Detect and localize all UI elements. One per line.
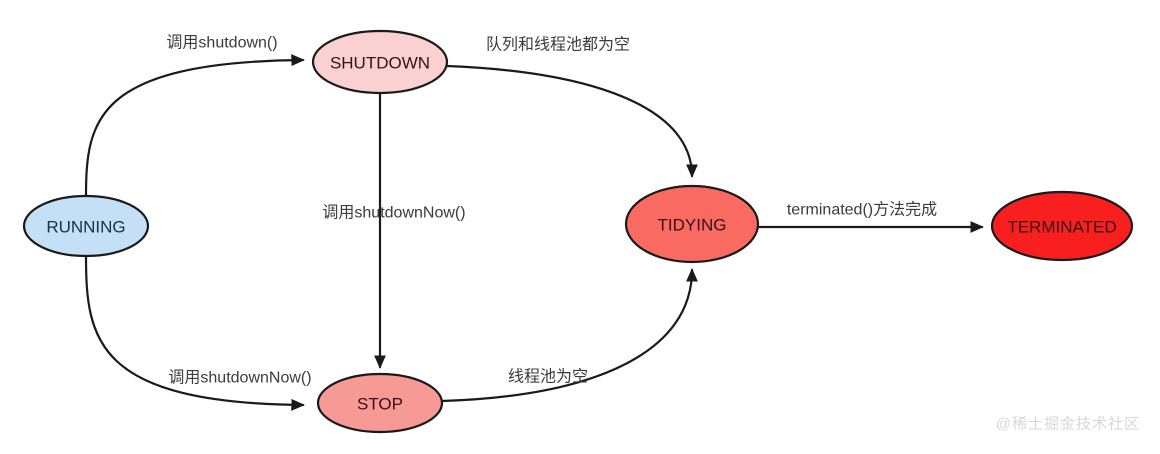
state-node-shutdown[interactable]: SHUTDOWN (311, 29, 449, 95)
state-label-tidying: TIDYING (658, 216, 727, 235)
state-label-stop: STOP (357, 395, 403, 414)
edge-path-running-to-stop (84, 254, 305, 411)
edge-stop-to-tidying: 线程池为空 (440, 268, 698, 403)
edge-shutdown-to-stop: 调用shutdownNow() (322, 91, 466, 369)
edge-label-queue-and-pool-empty: 队列和线程池都为空 (486, 36, 630, 54)
state-label-terminated: TERMINATED (1007, 218, 1116, 237)
state-node-tidying[interactable]: TIDYING (624, 184, 760, 264)
state-node-stop[interactable]: STOP (316, 372, 444, 434)
nodes-layer: RUNNING SHUTDOWN STOP TIDYING TERMINATED (22, 29, 1134, 434)
state-ellipse-tidying[interactable] (624, 184, 760, 264)
edge-path-stop-to-tidying (440, 268, 698, 403)
edge-label-call-shutdown: 调用shutdown() (166, 34, 277, 52)
edge-shutdown-to-tidying: 队列和线程池都为空 (445, 36, 698, 178)
edges-layer: 调用shutdown() 队列和线程池都为空 调用shutdownNow() 调… (84, 34, 984, 411)
edge-label-call-shutdownnow-middle: 调用shutdownNow() (322, 204, 465, 222)
state-node-running[interactable]: RUNNING (22, 194, 150, 258)
edge-tidying-to-terminated: terminated()方法完成 (756, 201, 984, 234)
edge-label-terminated-method-done: terminated()方法完成 (787, 201, 937, 219)
state-node-terminated[interactable]: TERMINATED (990, 190, 1134, 262)
edge-path-shutdown-to-tidying (445, 64, 698, 178)
state-ellipse-running[interactable] (22, 194, 150, 258)
edge-path-running-to-shutdown (84, 54, 305, 198)
watermark: @稀土掘金技术社区 (996, 416, 1140, 433)
edge-label-pool-empty: 线程池为空 (508, 368, 588, 386)
edge-running-to-shutdown: 调用shutdown() (84, 34, 305, 198)
state-ellipse-stop[interactable] (316, 372, 444, 434)
state-ellipse-shutdown[interactable] (311, 29, 449, 95)
edge-running-to-stop: 调用shutdownNow() (84, 254, 312, 411)
edge-label-call-shutdownnow-bottom: 调用shutdownNow() (168, 369, 311, 387)
state-label-running: RUNNING (46, 218, 125, 237)
state-label-shutdown: SHUTDOWN (330, 54, 430, 73)
state-ellipse-terminated[interactable] (990, 190, 1134, 262)
